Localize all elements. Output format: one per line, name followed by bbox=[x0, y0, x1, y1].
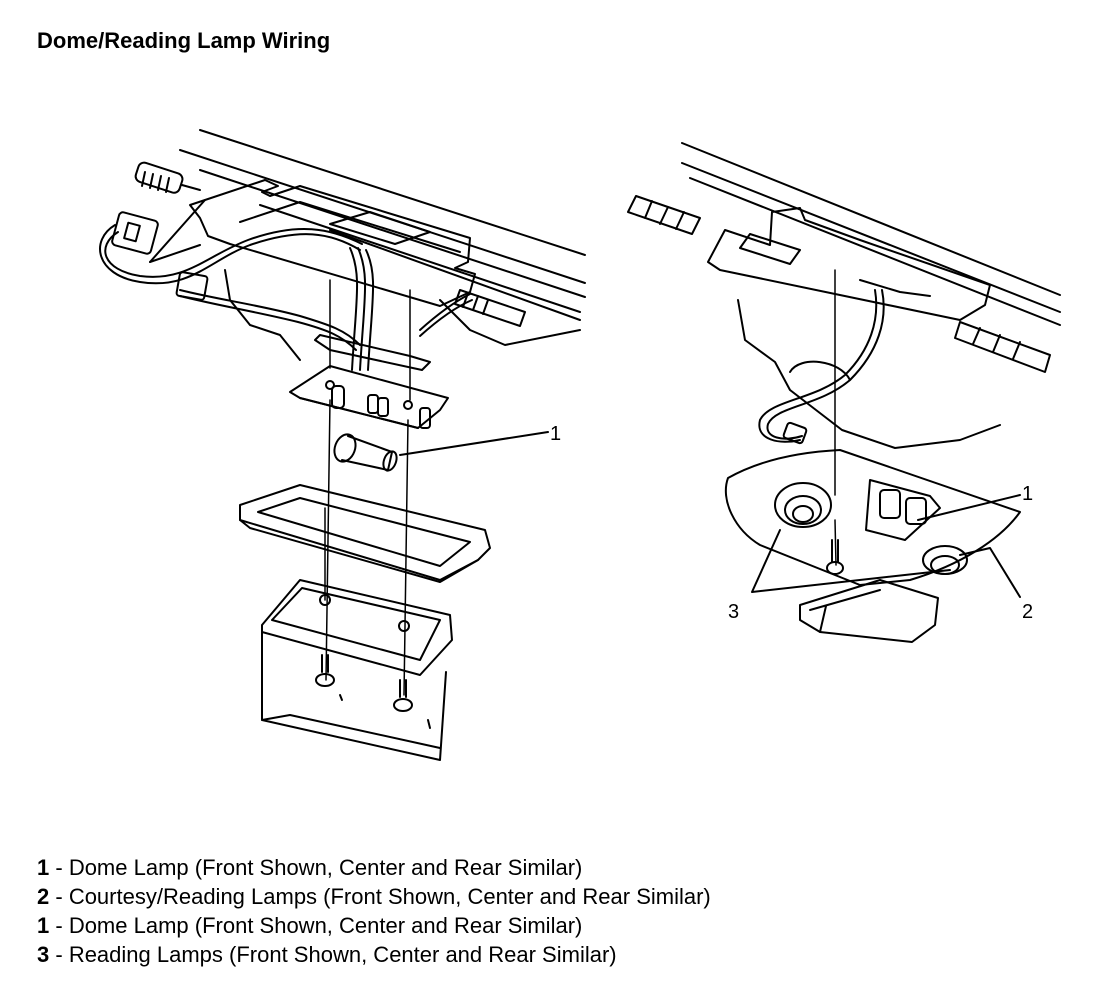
right-roof-bracket bbox=[708, 208, 990, 320]
left-mounting-plate bbox=[315, 335, 430, 370]
right-headliner-edge bbox=[738, 300, 1000, 448]
right-callout-1-label: 1 bbox=[1022, 483, 1033, 505]
legend-text: Reading Lamps (Front Shown, Center and R… bbox=[68, 942, 617, 967]
left-dome-lamp-assembly bbox=[100, 130, 585, 760]
legend-text: Dome Lamp (Front Shown, Center and Rear … bbox=[68, 913, 583, 938]
legend-item-4: 3 - Reading Lamps (Front Shown, Center a… bbox=[37, 940, 711, 969]
left-roof-bracket bbox=[190, 180, 475, 306]
left-roof-panel-lines bbox=[180, 130, 585, 320]
legend-item-2: 2 - Courtesy/Reading Lamps (Front Shown,… bbox=[37, 882, 711, 911]
legend-text: Courtesy/Reading Lamps (Front Shown, Cen… bbox=[68, 884, 711, 909]
legend-separator: - bbox=[49, 884, 69, 909]
lamp-wiring-illustration: 1 1 2 3 bbox=[0, 0, 1120, 840]
right-reading-lamp-left bbox=[775, 483, 831, 527]
left-headliner-edge bbox=[225, 270, 580, 360]
legend: 1 - Dome Lamp (Front Shown, Center and R… bbox=[37, 853, 711, 969]
right-lower-housing bbox=[800, 580, 938, 642]
right-callout-2-label: 2 bbox=[1022, 601, 1033, 623]
legend-separator: - bbox=[49, 855, 69, 880]
right-callout-2-leader bbox=[960, 548, 1020, 597]
left-door-switch bbox=[111, 211, 158, 254]
right-overhead-console bbox=[726, 450, 1020, 585]
legend-number: 3 bbox=[37, 942, 50, 967]
left-wire-harness bbox=[100, 225, 472, 370]
right-callout-3-label: 3 bbox=[728, 601, 739, 623]
legend-number: 1 bbox=[37, 913, 50, 938]
diagram-title: Dome/Reading Lamp Wiring bbox=[37, 28, 331, 53]
left-wire-clip bbox=[176, 272, 208, 300]
legend-text: Dome Lamp (Front Shown, Center and Rear … bbox=[68, 855, 583, 880]
left-callout-1-label: 1 bbox=[550, 423, 561, 445]
left-harness-connector bbox=[134, 161, 200, 194]
right-wire-sleeve-left bbox=[628, 196, 700, 234]
left-dome-bulb bbox=[331, 431, 399, 472]
left-lamp-lens bbox=[240, 485, 490, 582]
right-screw bbox=[827, 540, 843, 574]
legend-number: 1 bbox=[37, 855, 50, 880]
right-callout-3-leader bbox=[752, 530, 950, 592]
legend-item-1: 1 - Dome Lamp (Front Shown, Center and R… bbox=[37, 853, 711, 882]
left-wire-sleeve bbox=[455, 290, 525, 326]
right-reading-lamp-assembly bbox=[628, 143, 1060, 642]
left-screws bbox=[316, 595, 412, 711]
legend-number: 2 bbox=[37, 884, 50, 909]
right-reading-lamp-right bbox=[923, 546, 967, 574]
left-callout-1-leader bbox=[400, 432, 548, 455]
right-roof-panel-lines bbox=[682, 143, 1060, 325]
left-alignment-lines bbox=[325, 280, 410, 695]
legend-separator: - bbox=[49, 913, 69, 938]
right-callout-1-leader bbox=[918, 495, 1020, 520]
right-wire-sleeve-right bbox=[955, 322, 1050, 372]
legend-item-3: 1 - Dome Lamp (Front Shown, Center and R… bbox=[37, 911, 711, 940]
right-wire-harness bbox=[759, 290, 883, 444]
left-lamp-housing bbox=[262, 580, 452, 760]
right-alignment-lines bbox=[835, 270, 836, 565]
legend-separator: - bbox=[49, 942, 69, 967]
